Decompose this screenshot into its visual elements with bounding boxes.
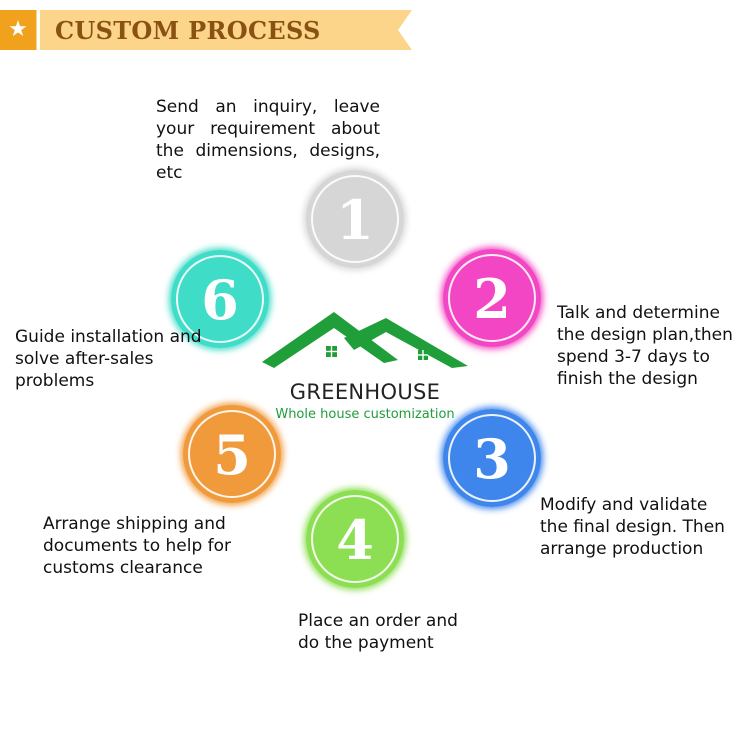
header-banner: ★ CUSTOM PROCESS (0, 10, 412, 50)
step-4-text: Place an order and do the payment (298, 611, 458, 653)
greenhouse-logo: GREENHOUSE Whole house customization (260, 310, 470, 430)
step-3-circle: 3 (443, 409, 541, 507)
step-2-text: Talk and determine the design plan,then … (557, 303, 733, 389)
step-1-text: Send an inquiry, leave your requirement … (156, 97, 380, 183)
step-4-circle: 4 (306, 490, 404, 588)
step-1-circle: 1 (306, 170, 404, 268)
step-2-number: 2 (473, 267, 511, 331)
step-6-number: 6 (201, 268, 239, 332)
house-roof-icon (262, 312, 468, 368)
step-5-circle: 5 (183, 405, 281, 503)
step-2-circle: 2 (443, 249, 541, 347)
step-6-circle: 6 (171, 250, 269, 348)
step-3-text: Modify and validate the final design. Th… (540, 495, 725, 559)
step-1-number: 1 (336, 188, 374, 252)
step-6-text: Guide installation and solve after-sales… (15, 327, 202, 391)
logo-name: GREENHOUSE (289, 380, 441, 404)
banner-ribbon (0, 10, 412, 50)
step-4-number: 4 (336, 508, 374, 572)
step-5-number: 5 (213, 423, 251, 487)
step-5-text: Arrange shipping and documents to help f… (43, 514, 232, 578)
star-icon: ★ (8, 17, 28, 42)
step-3-number: 3 (473, 427, 511, 491)
page-title: CUSTOM PROCESS (55, 16, 321, 45)
logo-tagline: Whole house customization (275, 407, 455, 422)
